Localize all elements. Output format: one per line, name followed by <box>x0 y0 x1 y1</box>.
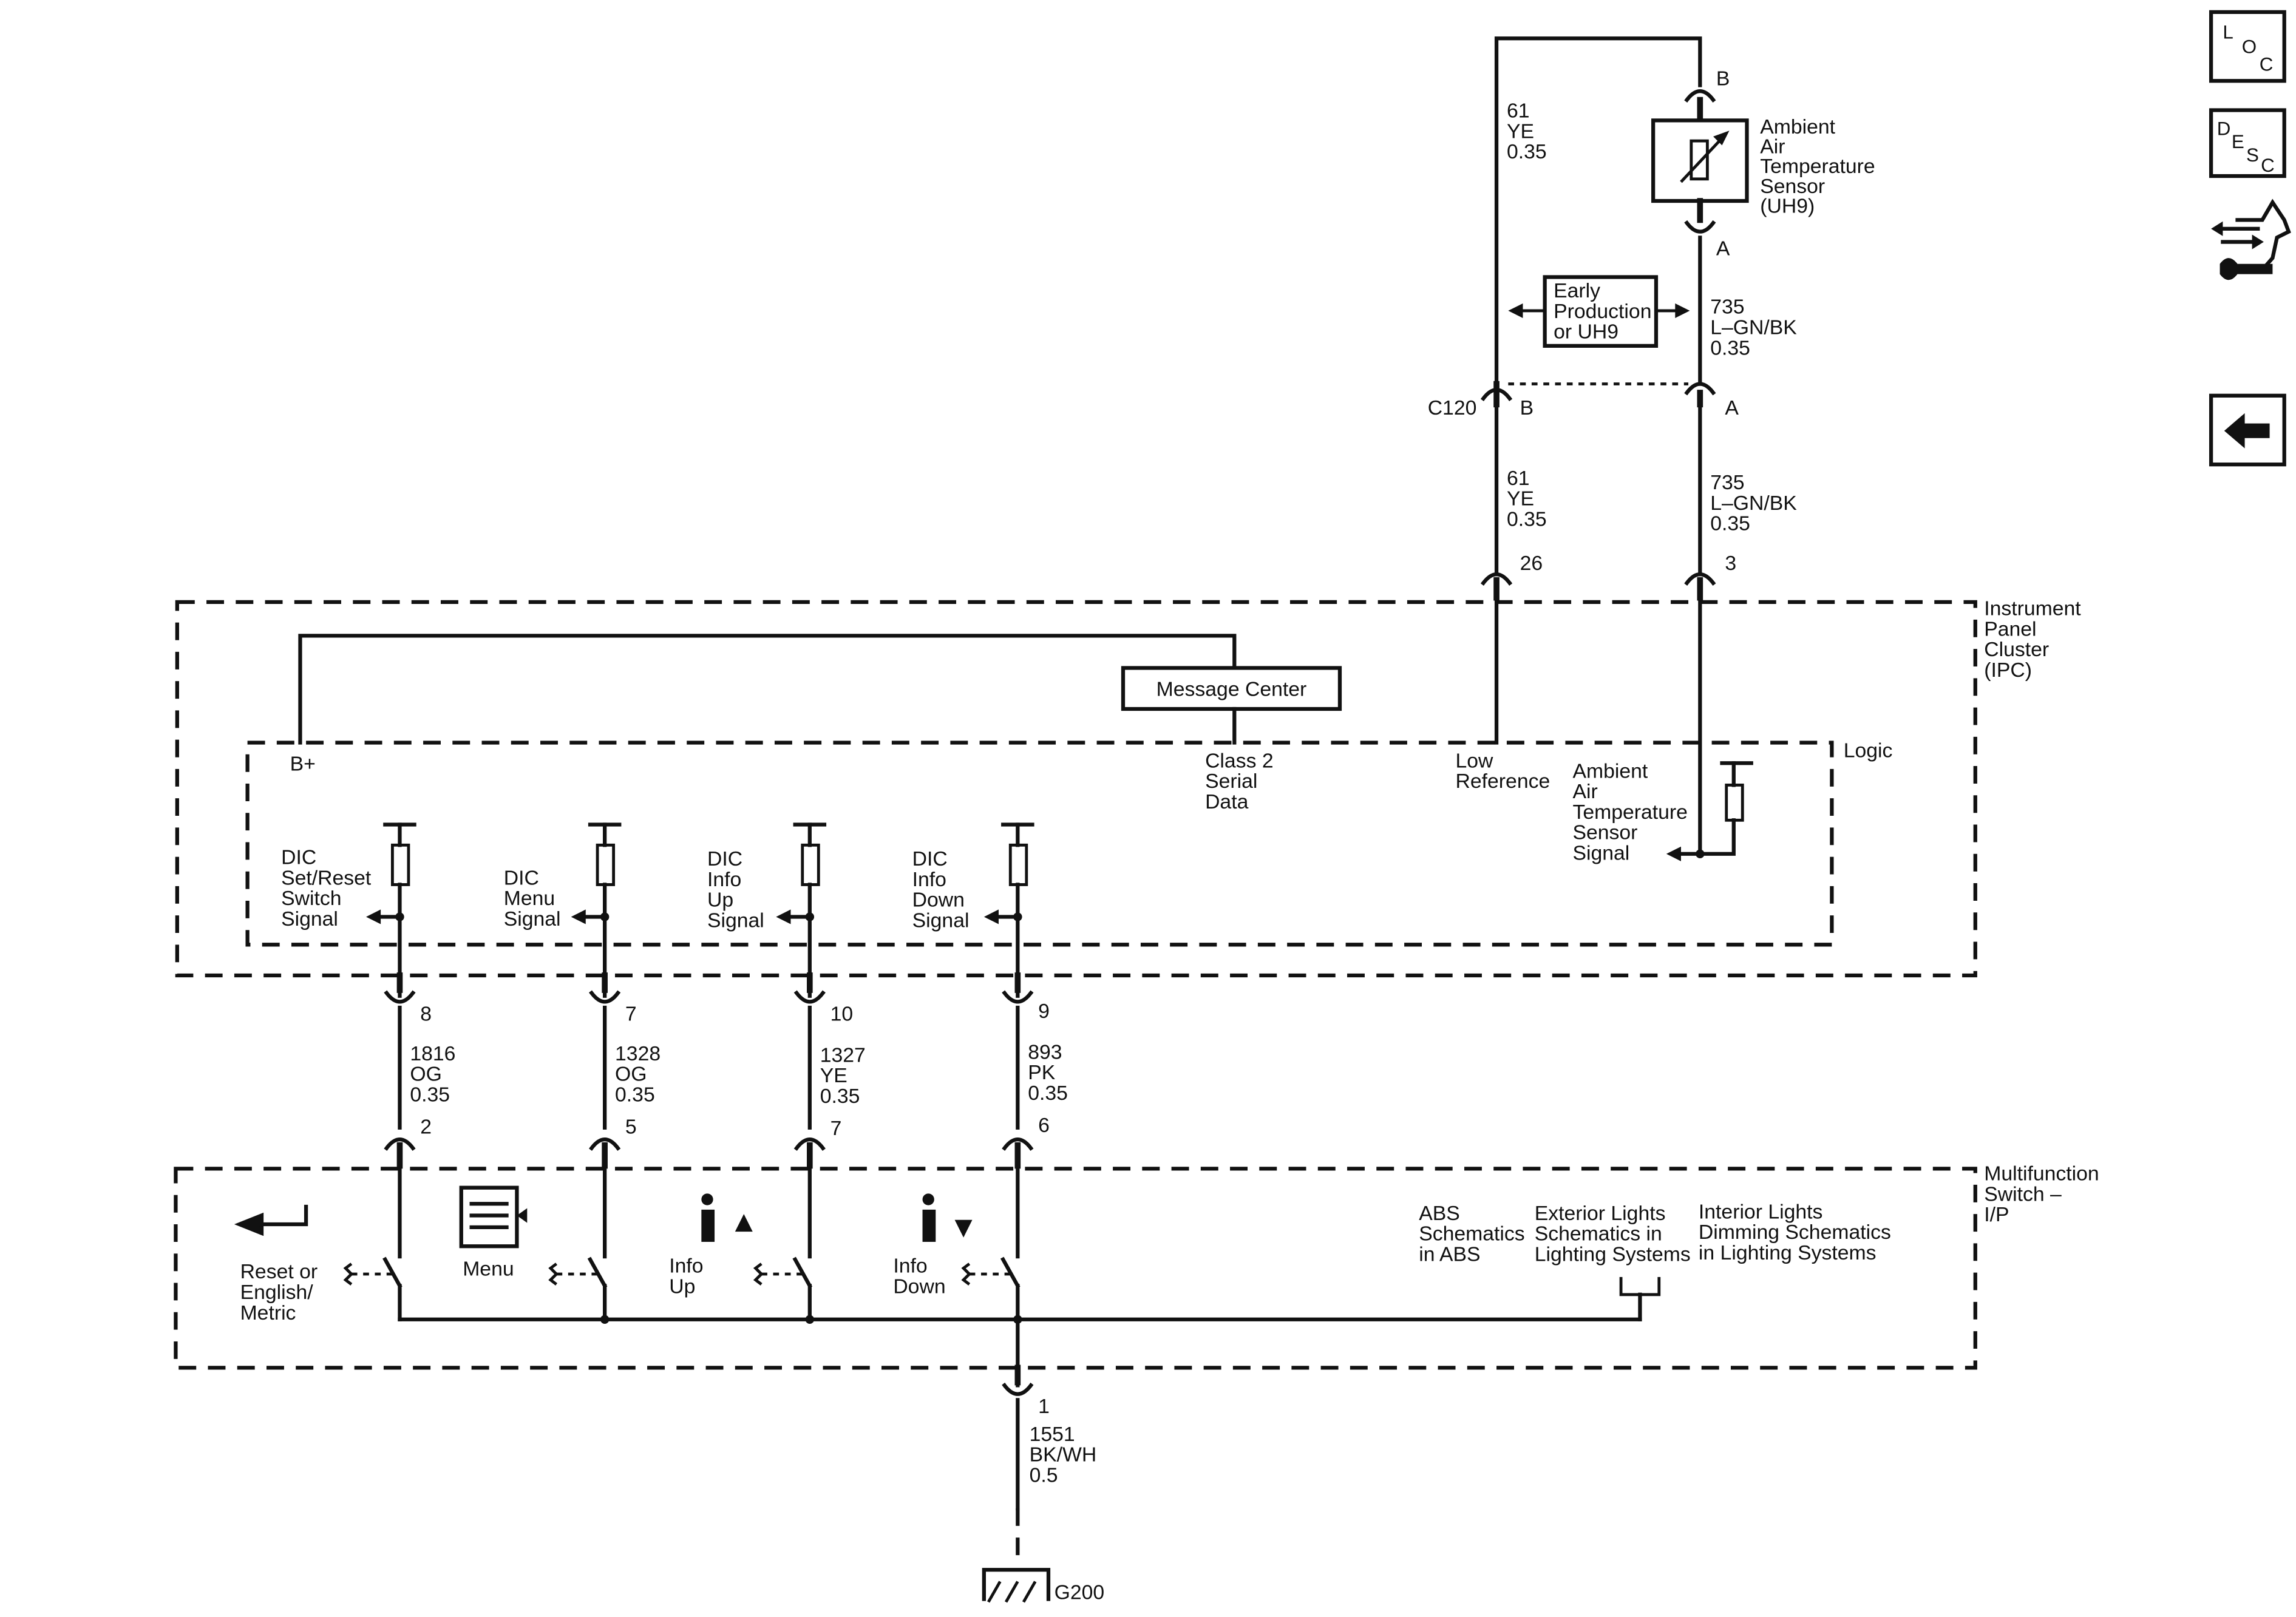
menu-switch-label: Menu <box>463 1257 514 1280</box>
description-button[interactable]: D E S C <box>2209 108 2286 178</box>
menu-switch[interactable]: Menu <box>459 1164 608 1321</box>
message-center-box <box>1121 666 1342 711</box>
svg-text:L: L <box>2223 21 2233 42</box>
sensor-pin-a: A <box>1716 237 1730 260</box>
thermistor-symbol <box>1690 139 1709 181</box>
wire-1327-mfs-pin: 7 <box>830 1117 842 1140</box>
menu-icon <box>459 1185 528 1249</box>
svg-text:O: O <box>2242 36 2257 57</box>
location-button[interactable]: L O C <box>2209 10 2286 83</box>
wire-1328-ipc-pin: 7 <box>625 1003 637 1026</box>
ipc-boundary <box>175 600 1977 978</box>
c120-pin-a: A <box>1725 396 1739 419</box>
info-up-icon <box>701 1193 753 1242</box>
wire-1328-mfs-pin: 5 <box>625 1115 637 1138</box>
svg-text:S: S <box>2246 144 2259 166</box>
return-arrow-icon <box>234 1212 264 1236</box>
ipc-pin-3: 3 <box>1725 552 1736 575</box>
svg-text:E: E <box>2232 131 2244 152</box>
early-production-box <box>1543 275 1659 348</box>
back-arrow-button[interactable] <box>2209 393 2286 467</box>
back-arrow-icon <box>2224 413 2270 449</box>
b-plus-label: B+ <box>290 752 316 775</box>
message-center-label: Message Center <box>1156 677 1307 700</box>
logic-label: Logic <box>1844 739 1893 762</box>
svg-text:C: C <box>2261 155 2275 176</box>
c120-label: C120 <box>1428 396 1477 419</box>
wire-1816-ipc-pin: 8 <box>420 1003 432 1026</box>
sensor-pin-b: B <box>1716 67 1730 90</box>
wire-893-ipc-pin: 9 <box>1038 1000 1050 1023</box>
info-down-icon <box>922 1193 973 1242</box>
ground-pin: 1 <box>1038 1395 1050 1418</box>
mfs-boundary <box>174 1167 1977 1370</box>
svg-text:D: D <box>2217 118 2231 139</box>
svg-text:C: C <box>2260 53 2274 75</box>
wire-893-mfs-pin: 6 <box>1038 1114 1050 1137</box>
wire-1327-ipc-pin: 10 <box>830 1003 854 1026</box>
ipc-pin-26: 26 <box>1520 552 1543 575</box>
connector-tools-icon[interactable] <box>2211 198 2291 280</box>
ground-name: G200 <box>1055 1581 1105 1604</box>
wire-1816-mfs-pin: 2 <box>420 1115 432 1138</box>
logic-boundary <box>245 741 1834 947</box>
c120-pin-b: B <box>1520 396 1534 419</box>
